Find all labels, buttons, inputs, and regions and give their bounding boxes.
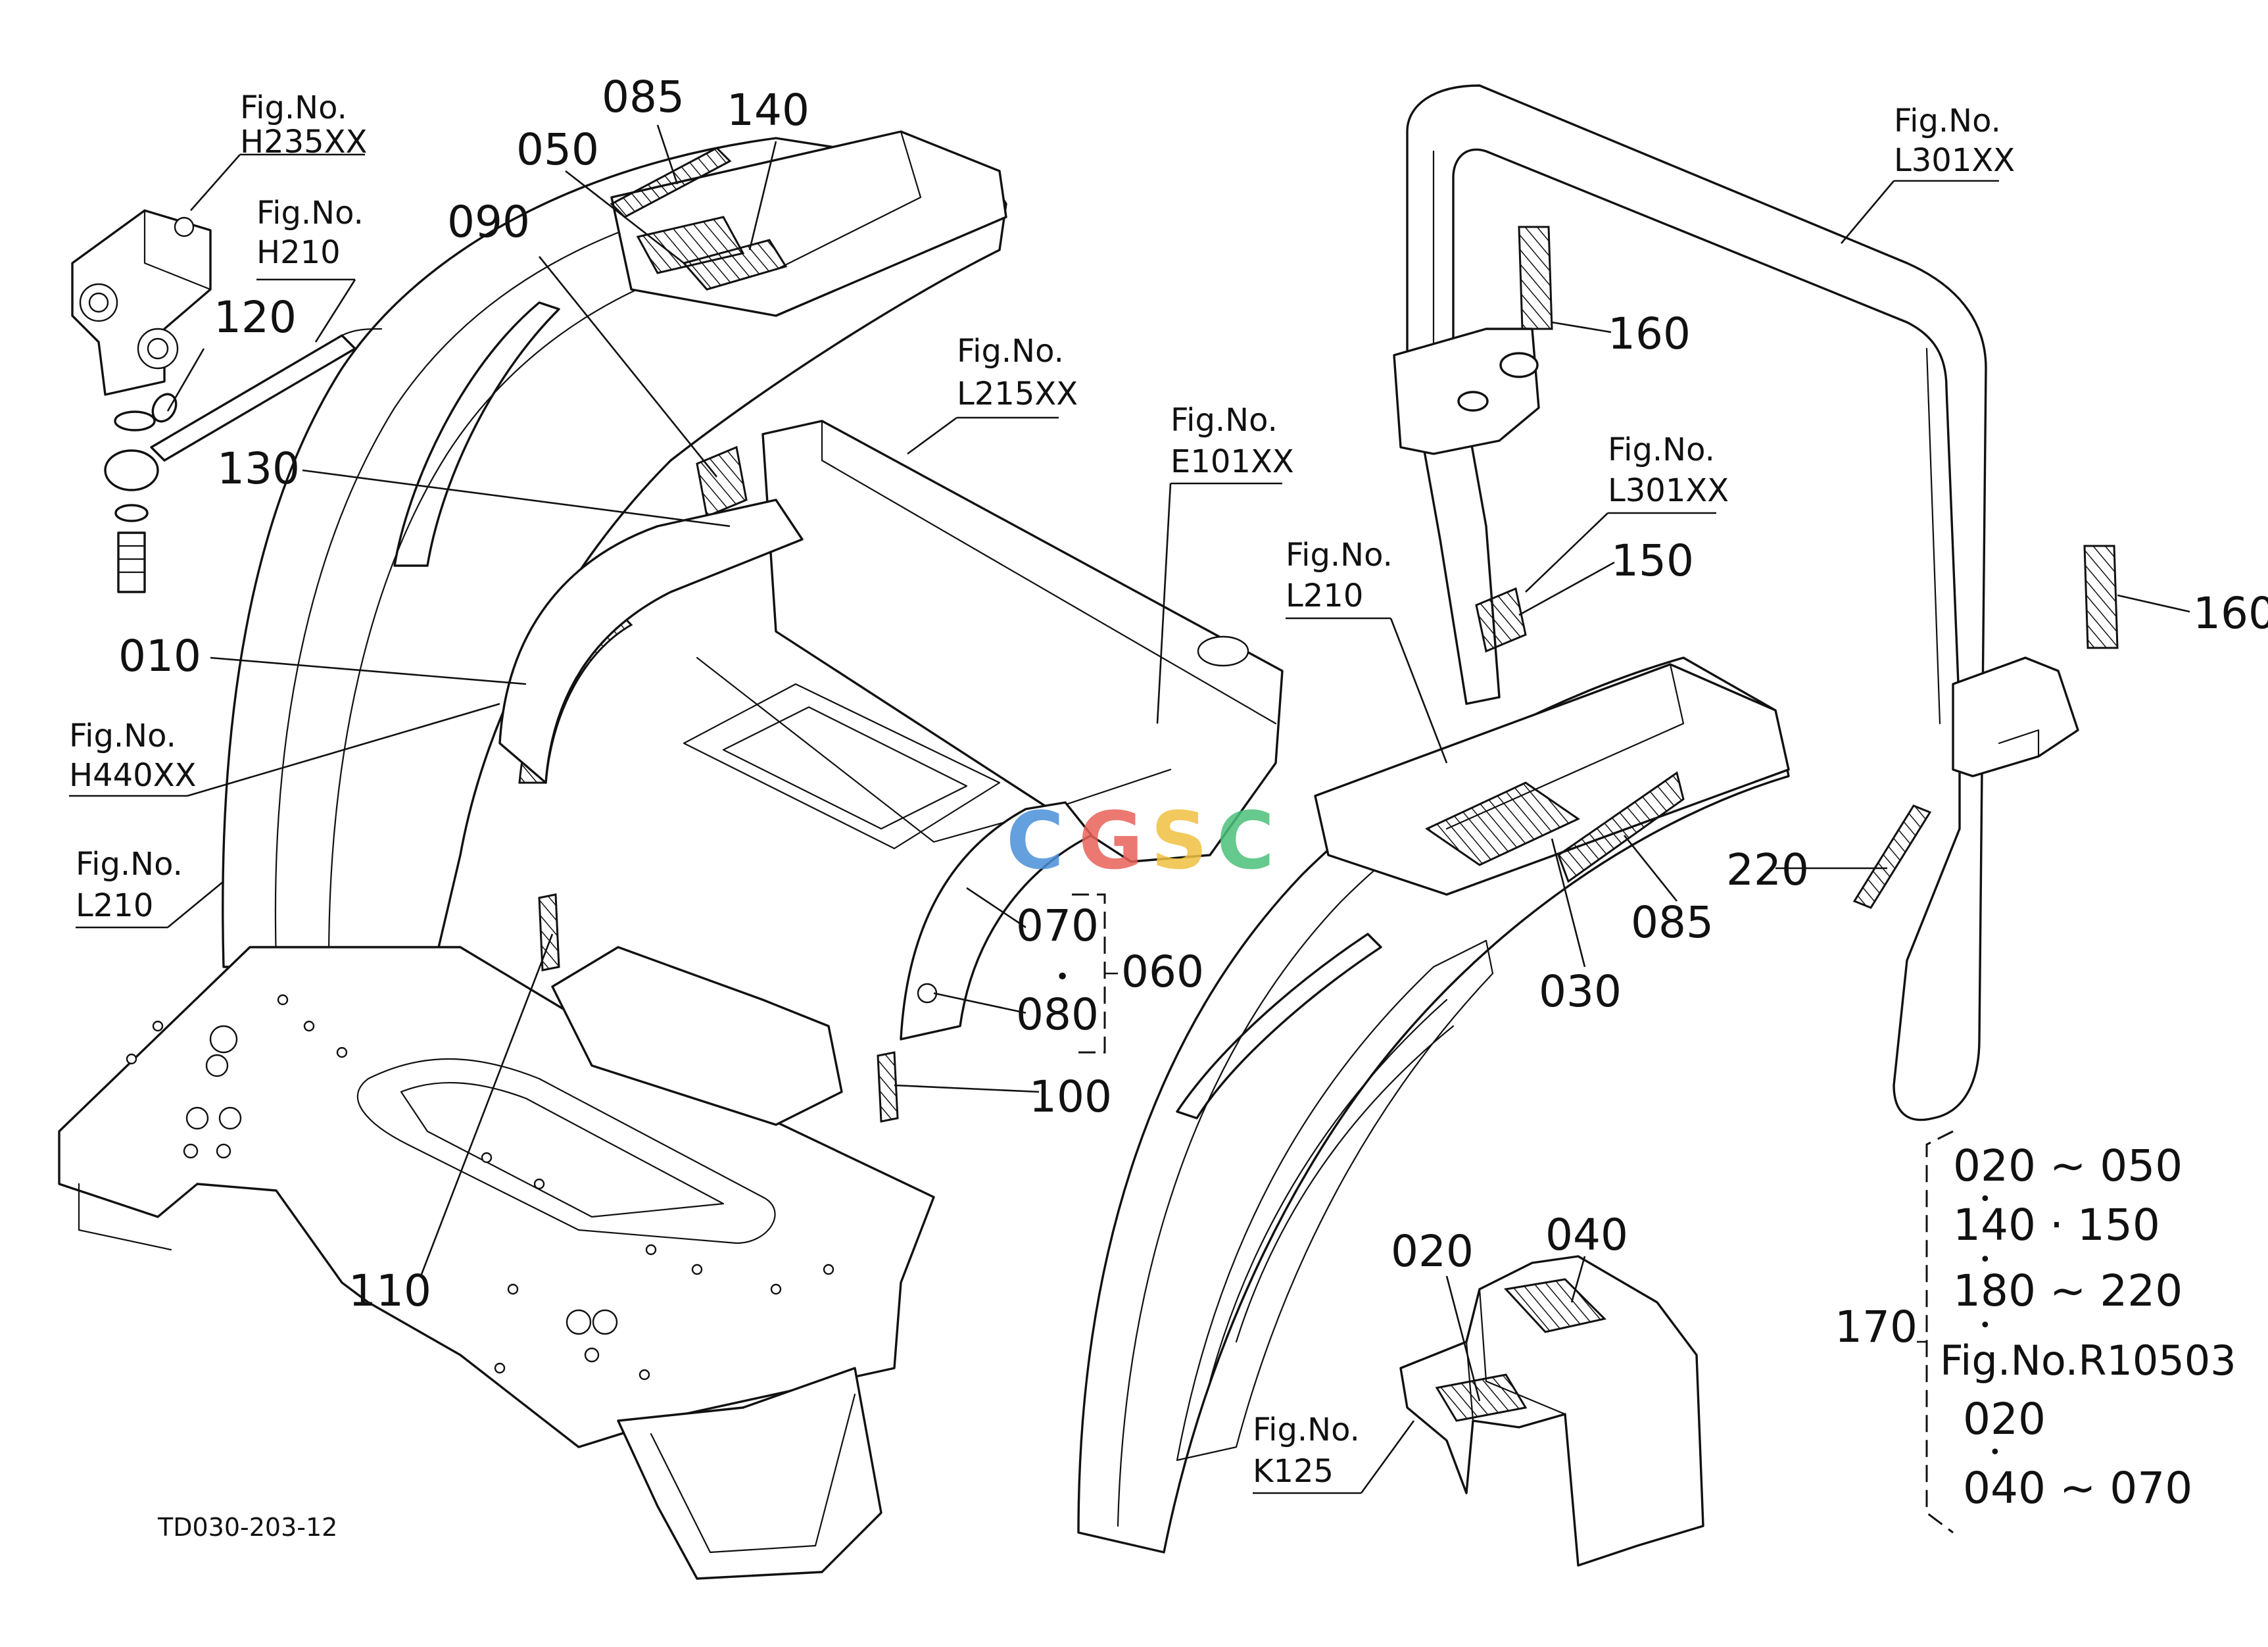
fig-label-l301-top: L301XX [1894, 142, 2015, 179]
fig-label-k125: K125 [1253, 1453, 1334, 1490]
fig-label-l210-right-prefix: Fig.No. [1286, 537, 1393, 574]
part-callouts: 085 140 050 090 120 130 010 070 • 080 06… [118, 72, 2268, 1352]
left-fender-assembly [58, 130, 1284, 1580]
group-170-list: 020 ∼ 050 • 140 · 150 • 180 ∼ 220 • Fig.… [1940, 1141, 2236, 1513]
watermark-c2: C [1217, 796, 1274, 887]
decal-040 [1504, 1278, 1606, 1333]
group-170-line-4: Fig.No.R10503 [1940, 1337, 2236, 1385]
callout-170: 170 [1835, 1302, 1918, 1352]
watermark-g: G [1078, 796, 1144, 887]
fig-label-h440-prefix: Fig.No. [69, 718, 176, 754]
watermark: C G S C [1006, 796, 1274, 887]
decal-160-lower [2083, 545, 2119, 649]
callout-130: 130 [217, 443, 300, 494]
callout-120: 120 [214, 292, 297, 343]
group-170-sep-1: • [1979, 1188, 1991, 1211]
callout-030: 030 [1539, 966, 1622, 1017]
right-fender-assembly [1077, 656, 1790, 1554]
decal-030 [1424, 781, 1581, 866]
callout-150: 150 [1611, 535, 1694, 586]
fig-label-h235-prefix: Fig.No. [240, 89, 347, 126]
group-170-line-5: 020 [1963, 1394, 2046, 1444]
group-170-line-1: 020 ∼ 050 [1953, 1141, 2183, 1191]
fig-label-l301-mid: L301XX [1608, 472, 1729, 509]
group-170-sep-3: • [1979, 1314, 1991, 1337]
callout-040: 040 [1545, 1210, 1628, 1260]
decal-150 [1475, 587, 1527, 653]
decal-090 [696, 445, 748, 518]
callout-090: 090 [447, 197, 530, 247]
fig-label-k125-prefix: Fig.No. [1253, 1412, 1360, 1448]
fig-label-h440: H440XX [69, 757, 196, 794]
fig-label-l215: L215XX [957, 376, 1078, 412]
callout-160-lower: 160 [2193, 588, 2268, 639]
fig-label-l210-left: L210 [76, 887, 153, 924]
fig-label-l301-top-prefix: Fig.No. [1894, 103, 2001, 139]
fig-label-h210-prefix: Fig.No. [256, 195, 364, 232]
fig-label-e101-prefix: Fig.No. [1170, 402, 1278, 439]
group-170-sep-2: • [1979, 1248, 1991, 1271]
watermark-s: S [1151, 796, 1207, 887]
fig-label-h210: H210 [256, 234, 341, 271]
callout-220: 220 [1726, 845, 1809, 895]
decal-140 [682, 239, 788, 291]
decal-220 [1852, 804, 1932, 909]
callout-070: 070 [1016, 900, 1099, 951]
fig-label-h235: H235XX [240, 124, 367, 160]
callout-140: 140 [727, 85, 809, 135]
callout-060: 060 [1121, 946, 1204, 997]
figure-references: Fig.No. H235XX Fig.No. H210 Fig.No. L215… [69, 89, 2015, 1490]
floor-holes [126, 994, 834, 1381]
group-170-line-6: 040 ∼ 070 [1963, 1463, 2192, 1513]
rops-frame [1393, 84, 2119, 1121]
group-170-sep-4: • [1989, 1441, 2001, 1464]
separator-060-group: • [1055, 964, 1069, 991]
decal-160-upper [1518, 226, 1553, 330]
fitting-assembly [71, 209, 383, 593]
decal-100 [877, 1051, 899, 1123]
callout-160-upper: 160 [1608, 308, 1691, 359]
step-cover [1399, 1255, 1704, 1567]
decal-085-right [1557, 771, 1685, 883]
callout-080: 080 [1016, 989, 1099, 1040]
callout-085-left: 085 [602, 72, 685, 122]
callout-100: 100 [1029, 1071, 1112, 1122]
group-170-line-2: 140 · 150 [1953, 1200, 2160, 1250]
fig-label-l301-mid-prefix: Fig.No. [1608, 431, 1715, 468]
fig-label-e101: E101XX [1170, 443, 1294, 480]
callout-050: 050 [516, 124, 599, 175]
decal-110 [538, 893, 560, 971]
decal-020 [1435, 1373, 1528, 1422]
callout-085-right: 085 [1631, 897, 1714, 948]
callout-010: 010 [118, 631, 201, 681]
leader-lines [69, 124, 2190, 1534]
fig-label-l210-right: L210 [1286, 578, 1363, 614]
drawing-code: TD030-203-12 [157, 1513, 337, 1542]
fig-label-l215-prefix: Fig.No. [957, 333, 1064, 370]
watermark-c1: C [1006, 796, 1064, 887]
fig-label-l210-left-prefix: Fig.No. [76, 846, 183, 883]
callout-020: 020 [1391, 1226, 1474, 1277]
group-170-line-3: 180 ∼ 220 [1953, 1266, 2183, 1316]
callout-110: 110 [349, 1266, 431, 1316]
